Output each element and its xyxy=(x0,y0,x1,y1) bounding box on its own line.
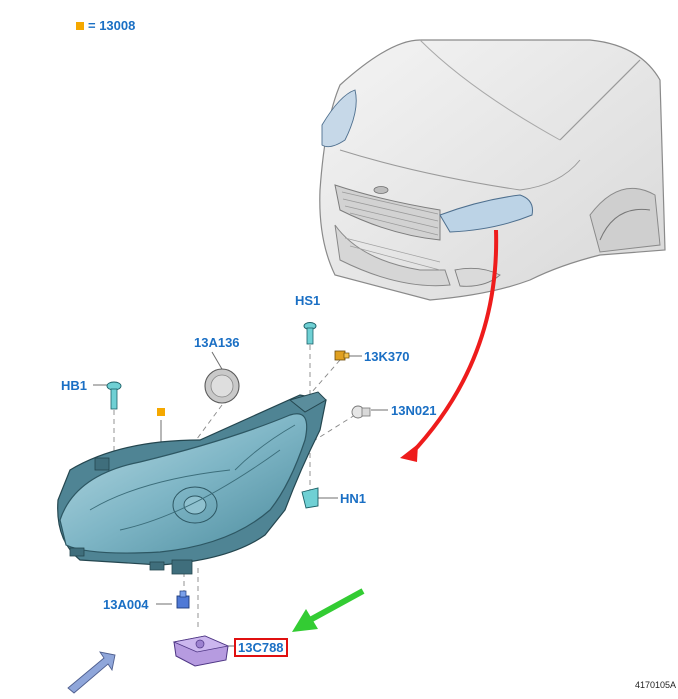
hb1-bolt-icon xyxy=(106,381,122,410)
attention-arrow-green xyxy=(292,588,365,632)
label-13k370: 13K370 xyxy=(364,349,410,364)
label-13c788: 13C788 xyxy=(234,638,288,657)
13a004-connector-icon xyxy=(176,590,190,609)
label-13n021: 13N021 xyxy=(391,403,437,418)
car-front-icon xyxy=(319,39,666,301)
label-13a136: 13A136 xyxy=(194,335,240,350)
legend-swatch-icon xyxy=(76,21,84,30)
legend: = 13008 xyxy=(76,19,135,32)
13c788-control-module-icon xyxy=(172,635,230,667)
13k370-bulb-icon xyxy=(334,350,350,361)
headlamp-assembly-icon xyxy=(57,391,327,575)
legend-text: = 13008 xyxy=(88,18,136,33)
part-13008-marker xyxy=(157,408,165,416)
front-orientation-arrow-icon xyxy=(67,651,116,694)
13n021-bulb-holder-icon xyxy=(351,405,371,419)
label-hs1: HS1 xyxy=(295,293,321,308)
label-13a004: 13A004 xyxy=(103,597,149,612)
label-hb1: HB1 xyxy=(61,378,88,393)
hn1-clip-icon xyxy=(301,487,319,509)
figure-number: 4170105A xyxy=(634,680,676,690)
label-hn1: HN1 xyxy=(340,491,367,506)
13a136-cover-cap-icon xyxy=(204,368,240,404)
hs1-screw-icon xyxy=(303,322,317,345)
location-arrow-red xyxy=(400,229,499,462)
